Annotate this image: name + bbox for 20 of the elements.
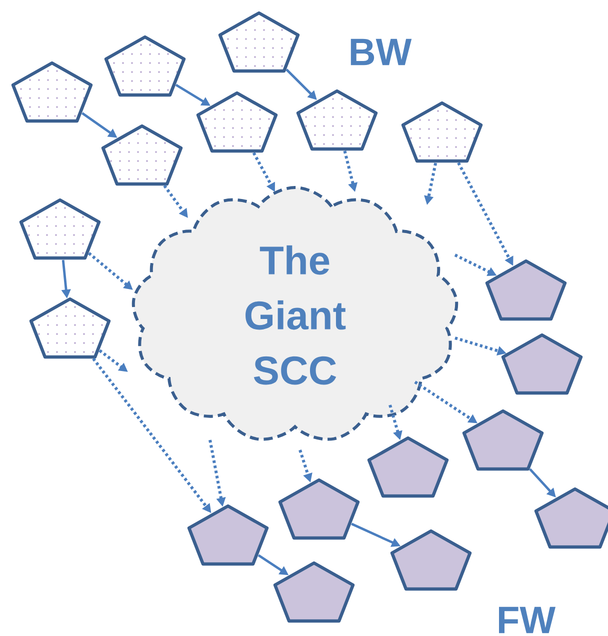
pentagon xyxy=(390,529,472,591)
pentagon xyxy=(101,124,183,186)
pentagon xyxy=(367,436,449,498)
pentagon xyxy=(187,504,269,566)
pentagon xyxy=(462,409,544,471)
pentagon xyxy=(278,478,360,540)
pentagon xyxy=(196,91,278,153)
pentagon xyxy=(29,297,111,359)
pentagon xyxy=(401,101,483,163)
pentagon xyxy=(218,11,300,73)
pentagon xyxy=(501,333,583,395)
region-label: BW xyxy=(350,38,412,66)
pentagon xyxy=(11,61,93,123)
pentagon xyxy=(104,35,186,97)
pentagon xyxy=(19,198,101,260)
pentagon xyxy=(534,487,608,549)
pentagon xyxy=(273,561,355,623)
pentagon xyxy=(485,259,567,321)
region-label: FW xyxy=(499,606,556,634)
pentagon xyxy=(296,89,378,151)
